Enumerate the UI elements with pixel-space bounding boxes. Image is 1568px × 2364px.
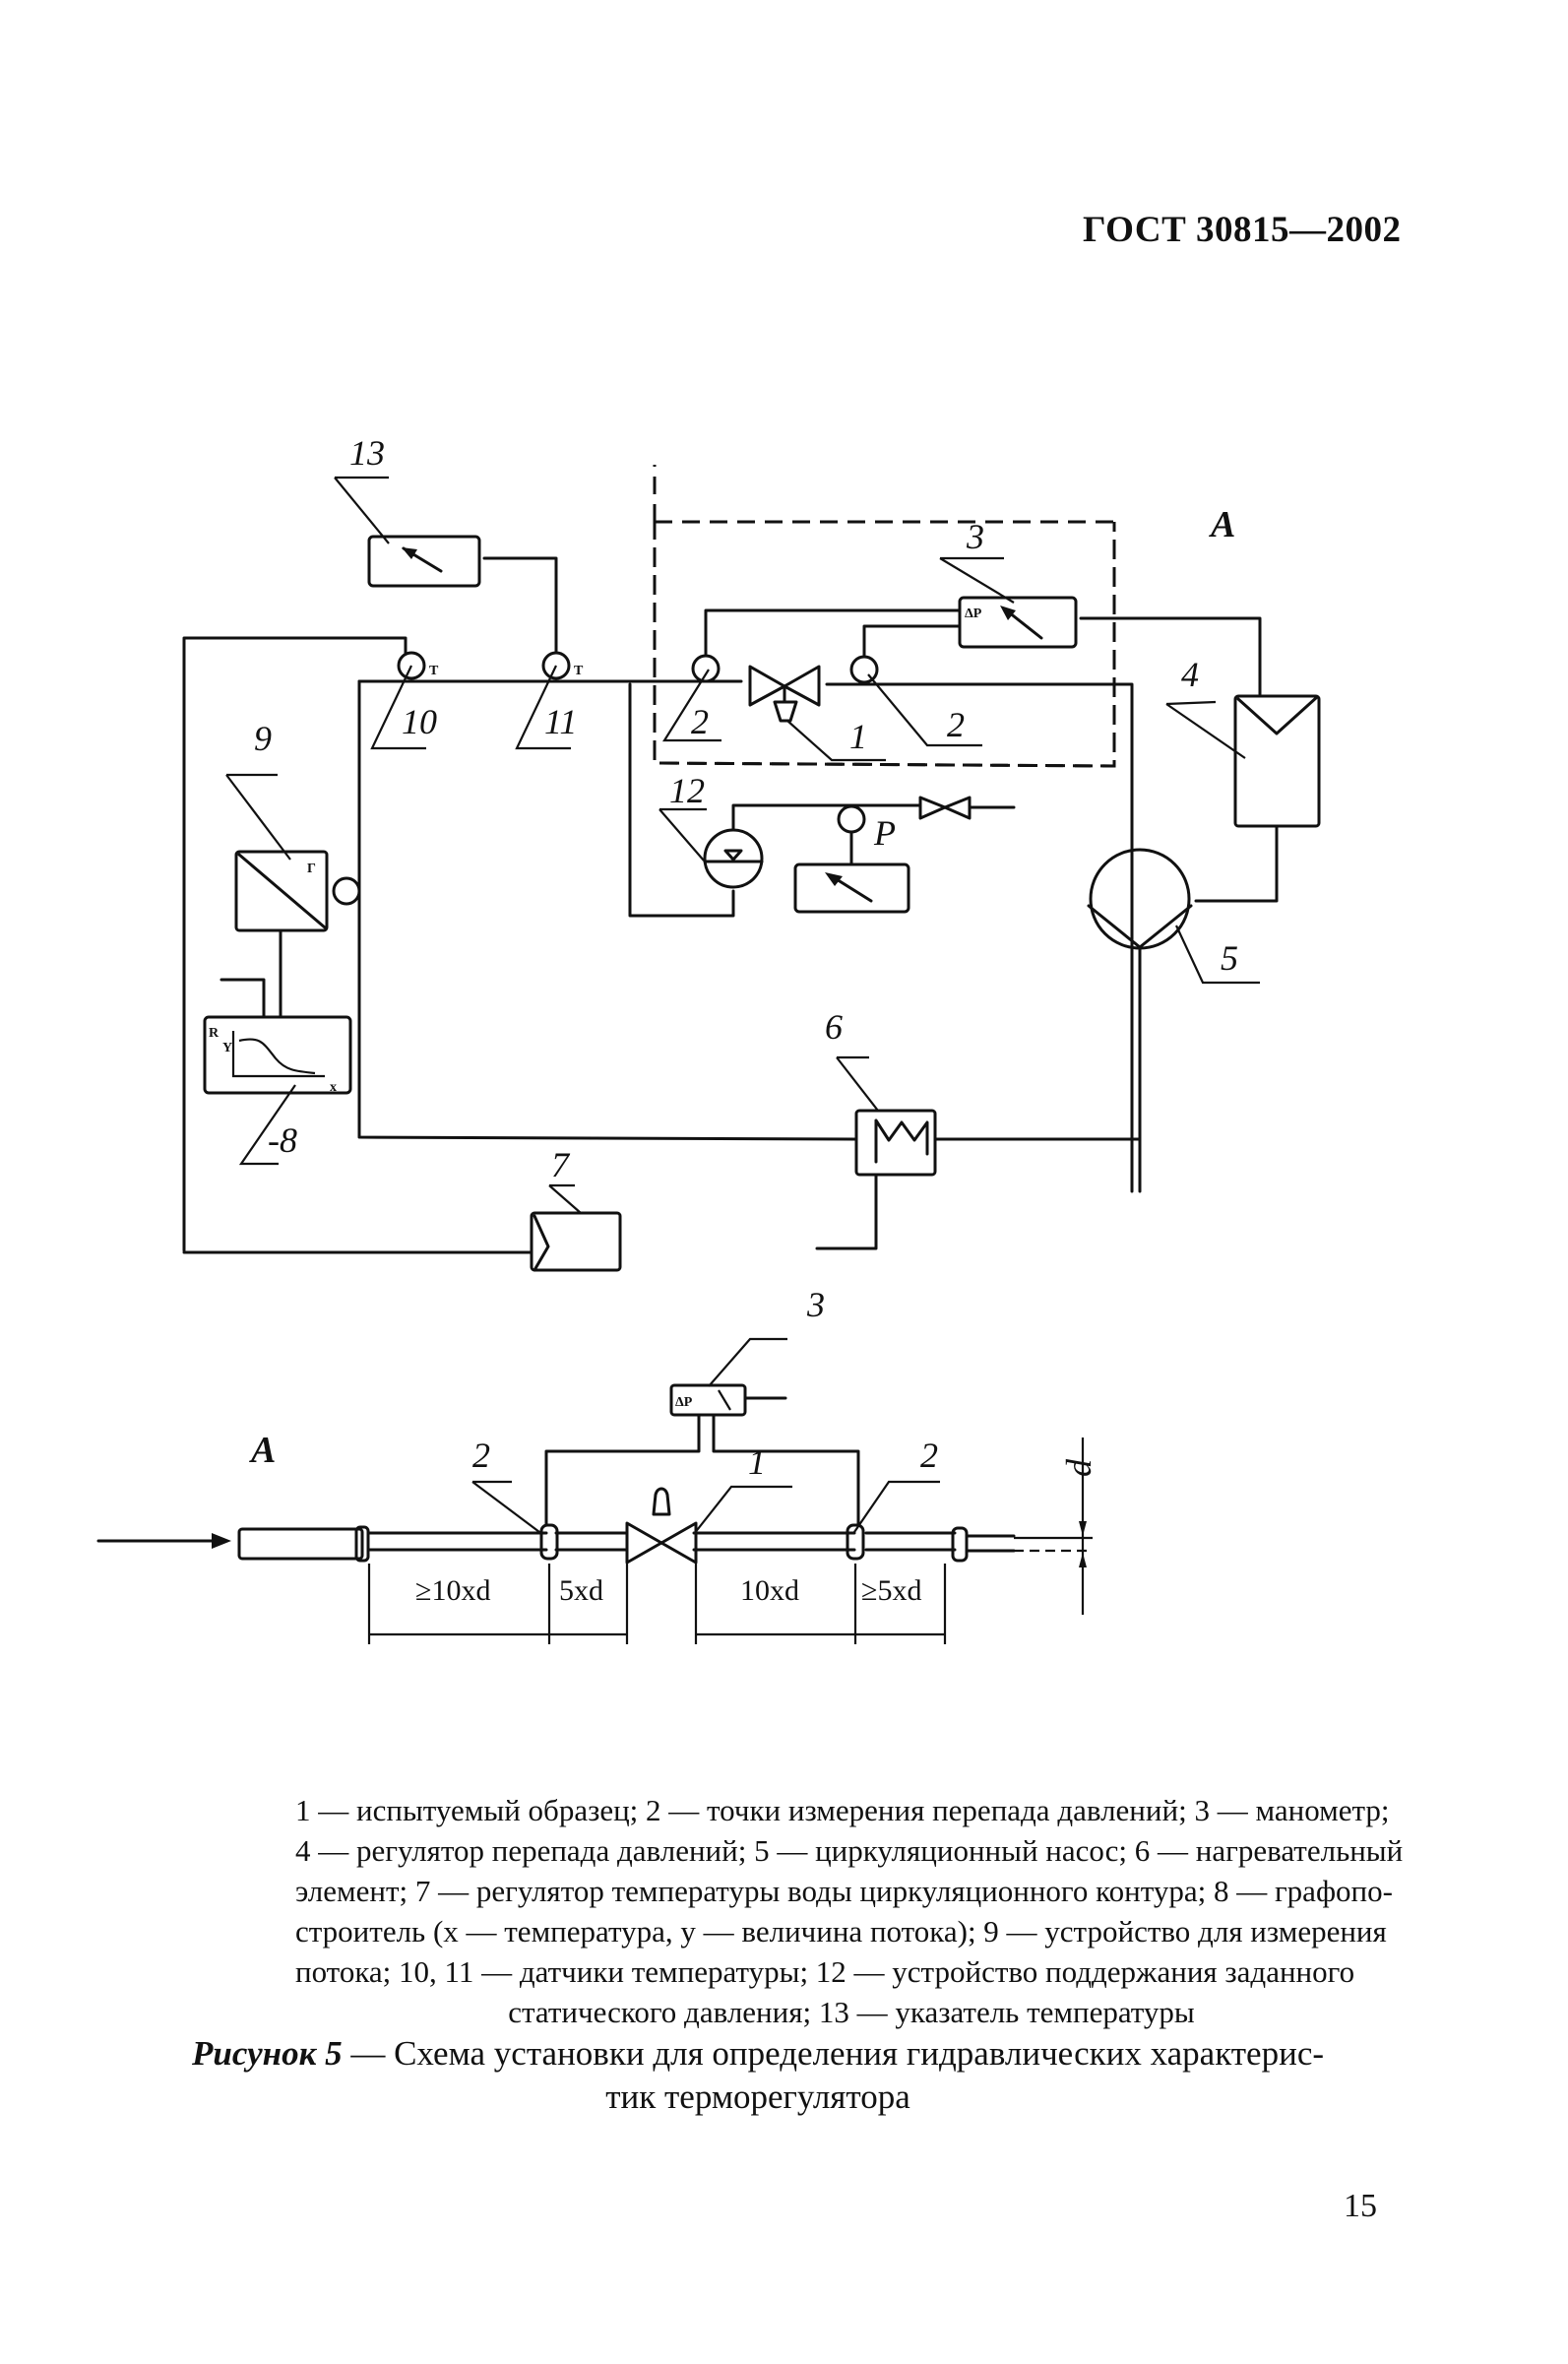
circulation-pump-5 <box>1087 848 1260 1193</box>
figure-legend: 1 — испытуемый образец; 2 — точки измере… <box>295 1790 1408 2032</box>
caption-prefix: Рисунок 5 <box>191 2034 343 2073</box>
pressure-point-2-right <box>849 624 982 747</box>
caption-text: — Схема установки для определения гидрав… <box>342 2034 1325 2073</box>
return-pipe <box>182 636 408 1252</box>
flow-meter-9: Γ <box>225 773 361 1019</box>
pressure-gauge-p <box>793 804 910 914</box>
label-1: 1 <box>849 717 867 756</box>
pressure-regulator-4 <box>1165 694 1321 903</box>
svg-text:Y: Y <box>222 1041 232 1055</box>
legend-line: 1 — испытуемый образец; 2 — точки измере… <box>295 1793 1390 1827</box>
diameter-label: d <box>1059 1458 1098 1477</box>
standard-code-header: ГОСТ 30815—2002 <box>1083 210 1402 250</box>
detail-manometer: ΔP <box>544 1337 860 1527</box>
temperature-indicator-13 <box>334 476 558 655</box>
dim-downstream-min: ≥5xd <box>861 1574 921 1607</box>
installation-diagram: 13 T 10 T 11 1 2 2 ΔP <box>96 433 1321 1644</box>
test-section-boundary <box>653 465 1116 768</box>
temperature-sensor-11: T <box>515 651 584 750</box>
detail-leader-2-left <box>471 1480 540 1533</box>
flow-arrow <box>96 1533 231 1549</box>
label-3: 3 <box>966 517 984 556</box>
label-10: 10 <box>402 702 437 741</box>
legend-line: статического давления; 13 — указатель те… <box>508 1995 1195 2029</box>
temperature-sensor-10: T <box>370 651 439 750</box>
section-a-marker: A <box>1209 504 1235 545</box>
legend-line: 4 — регулятор перепада давлений; 5 — цир… <box>295 1833 1404 1868</box>
detail-leader-1 <box>693 1485 792 1535</box>
label-p: P <box>873 813 896 853</box>
svg-text:ΔP: ΔP <box>965 607 982 621</box>
differential-manometer-3: ΔP <box>939 556 1262 696</box>
dim-downstream-10d: 10xd <box>740 1574 799 1607</box>
detail-pressure-point-left <box>539 1523 559 1561</box>
detail-label-2-right: 2 <box>920 1436 938 1475</box>
label-4: 4 <box>1181 655 1199 694</box>
plotter-8: R Y x <box>203 978 352 1166</box>
dimension-lines <box>367 1564 947 1644</box>
label-5: 5 <box>1221 938 1238 978</box>
label-2-right: 2 <box>947 705 965 744</box>
detail-leader-2-right <box>853 1480 940 1533</box>
detail-test-valve <box>625 1487 698 1565</box>
detail-label-3: 3 <box>806 1285 825 1324</box>
pressure-point-2-left <box>662 608 962 742</box>
label-12: 12 <box>669 771 705 810</box>
label-2-left: 2 <box>691 702 709 741</box>
static-pressure-device-12 <box>628 682 1016 918</box>
test-valve-1 <box>748 665 886 762</box>
detail-section-a: A <box>249 1430 276 1471</box>
legend-line: элемент; 7 — регулятор температуры воды … <box>295 1874 1393 1908</box>
figure-caption: Рисунок 5 — Схема установки для определе… <box>39 2032 1476 2119</box>
label-9: 9 <box>254 719 272 758</box>
page-number: 15 <box>1344 2188 1377 2224</box>
svg-text:ΔP: ΔP <box>675 1395 693 1410</box>
water-temp-regulator-7 <box>530 1183 622 1272</box>
svg-text:R: R <box>209 1026 220 1041</box>
label-7: 7 <box>551 1145 571 1184</box>
svg-text:Γ: Γ <box>307 862 316 876</box>
svg-text:T: T <box>429 664 439 678</box>
label-8: -8 <box>268 1120 297 1160</box>
svg-text:T: T <box>574 664 584 678</box>
caption-text-cont: тик терморегулятора <box>605 2077 910 2116</box>
legend-line: строитель (x — температура, y — величина… <box>295 1914 1387 1949</box>
detail-pressure-point-right <box>846 1523 865 1561</box>
label-13: 13 <box>349 433 385 473</box>
legend-line: потока; 10, 11 — датчики температуры; 12… <box>295 1954 1355 1989</box>
heating-element-6 <box>815 1055 1142 1250</box>
detail-label-2-left: 2 <box>472 1436 490 1475</box>
label-6: 6 <box>825 1007 843 1047</box>
detail-label-1: 1 <box>748 1442 766 1482</box>
detail-pipe <box>237 1525 1093 1563</box>
dim-upstream-5d: 5xd <box>559 1574 603 1607</box>
pipe-segment <box>825 682 1134 1193</box>
svg-text:x: x <box>330 1080 337 1095</box>
diameter-dimension <box>1079 1438 1087 1615</box>
label-11: 11 <box>544 702 577 741</box>
dim-upstream-min: ≥10xd <box>415 1574 490 1607</box>
dashed-box-sides <box>653 522 1116 768</box>
main-pipe-top <box>357 679 858 1141</box>
